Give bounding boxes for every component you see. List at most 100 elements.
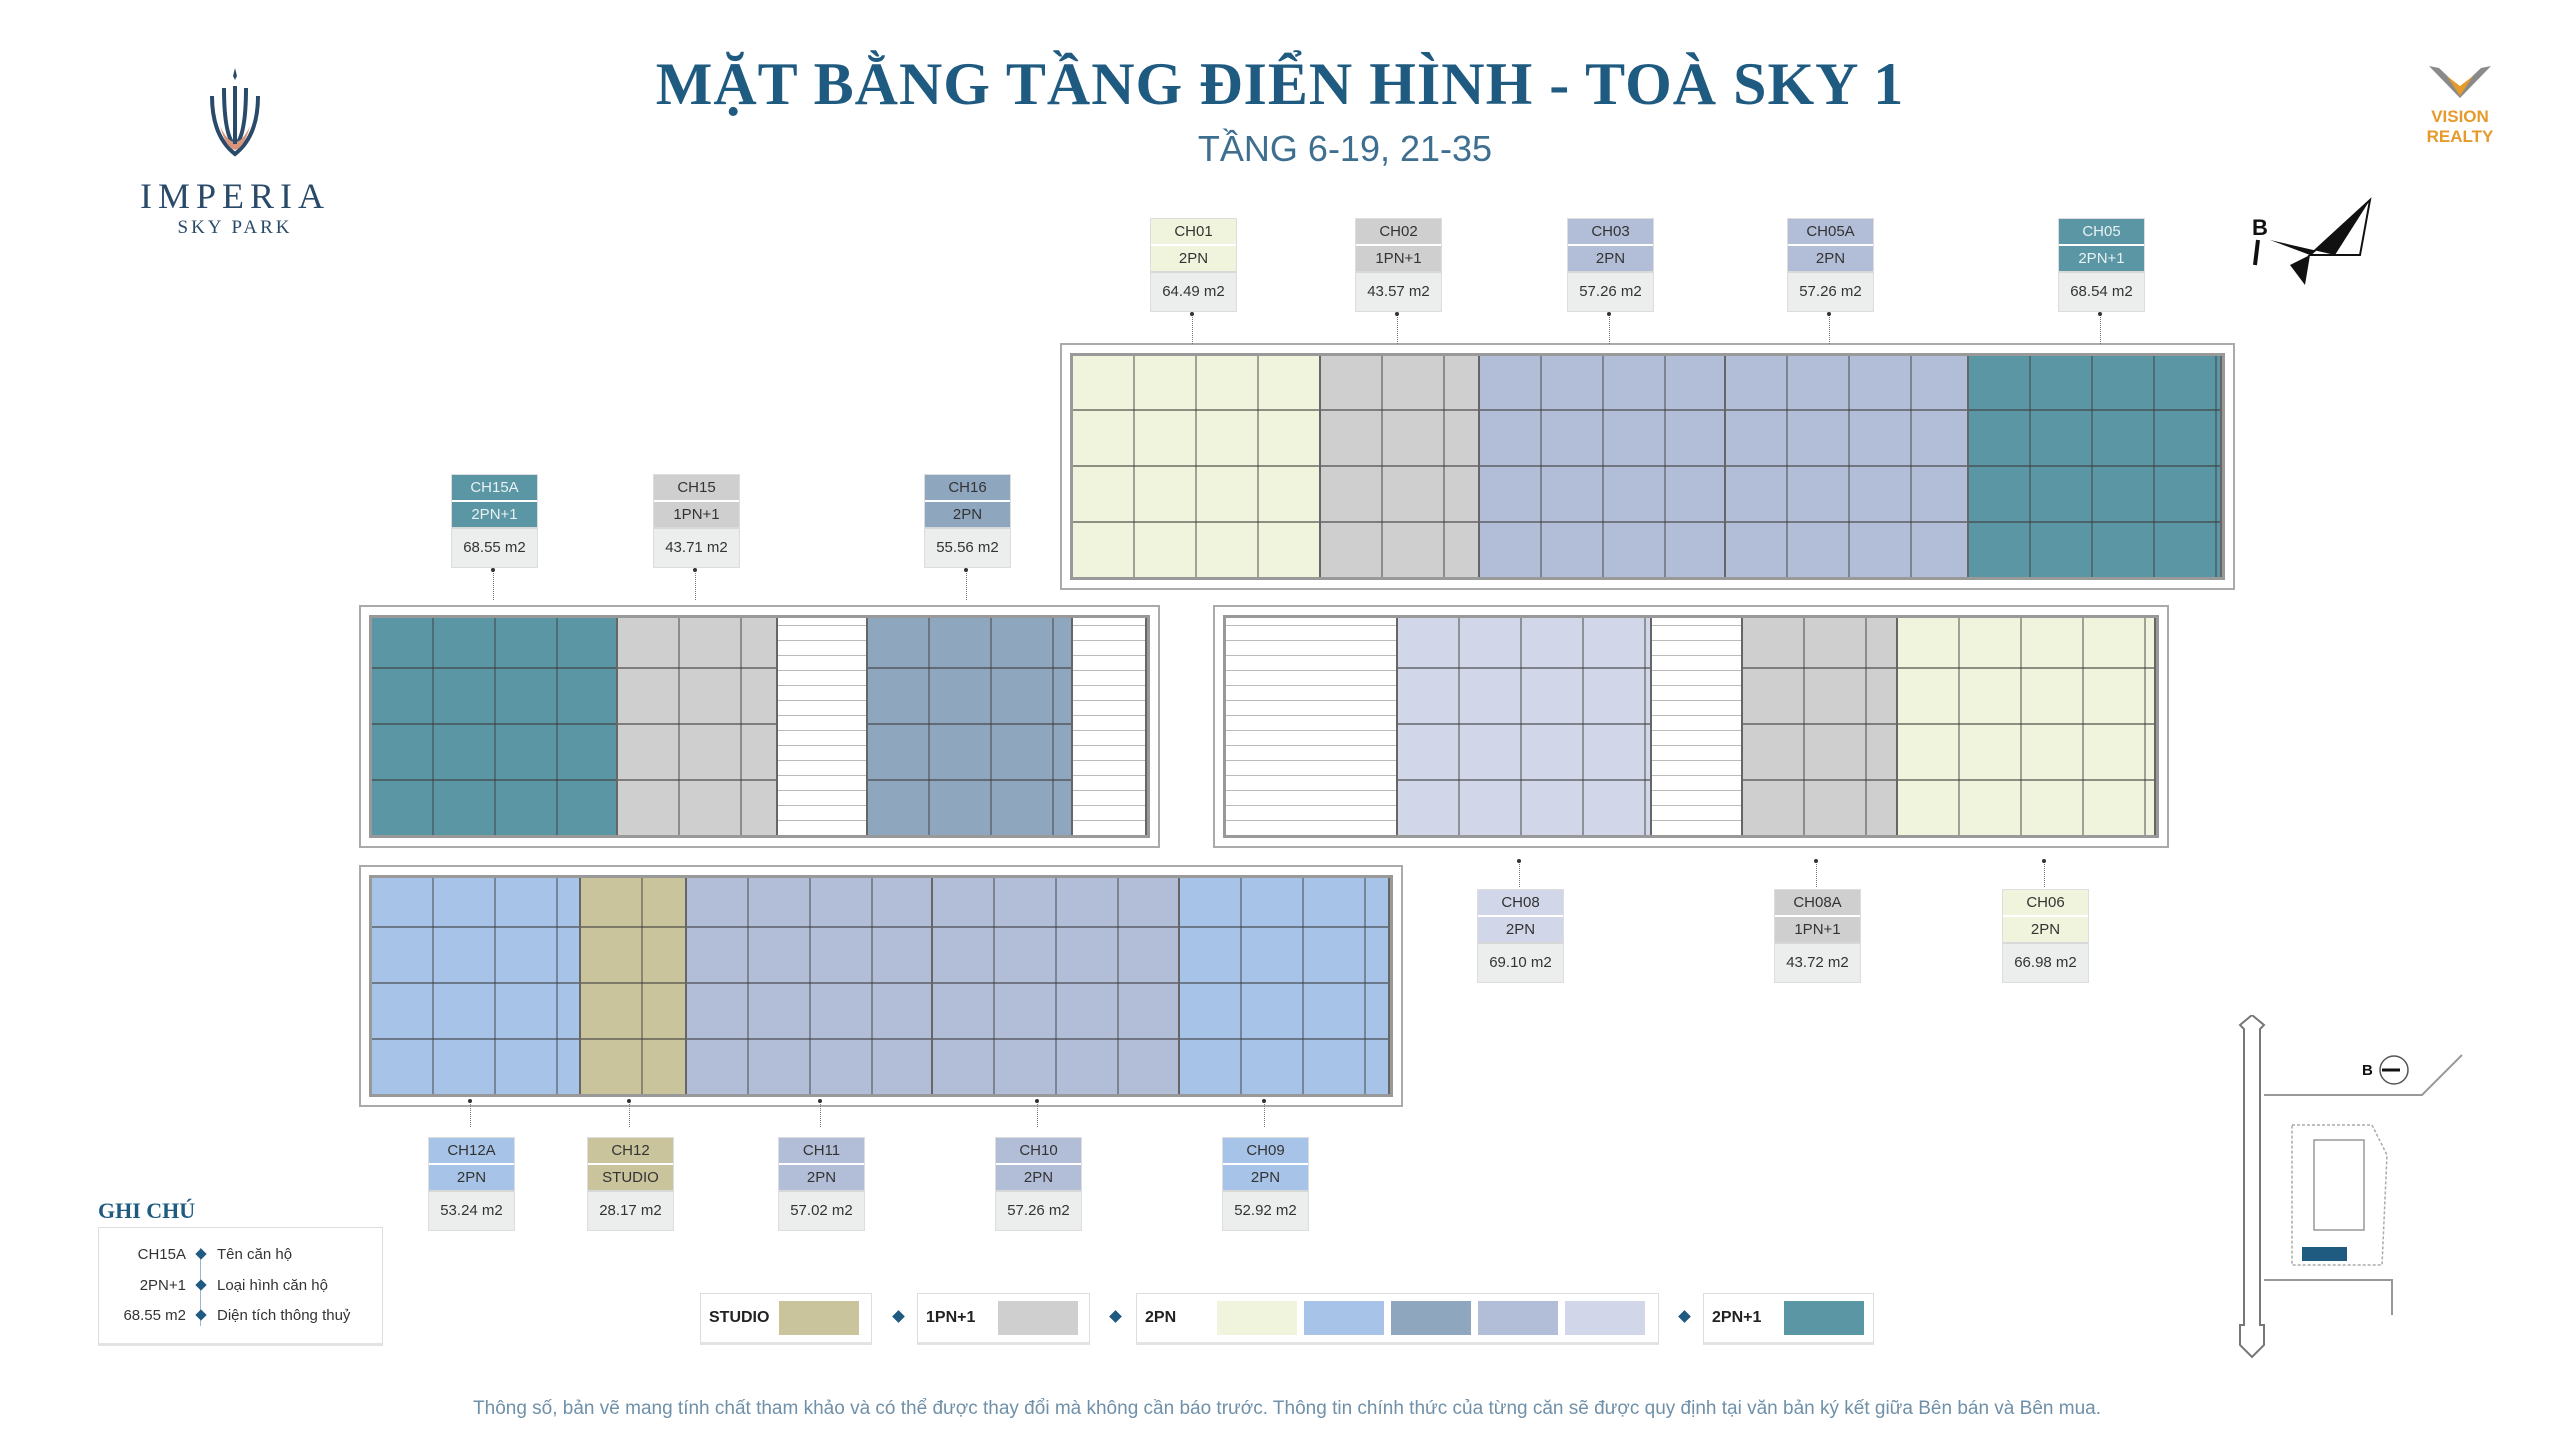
unit-ch01[interactable] — [1073, 356, 1321, 577]
unit-area: 64.49 m2 — [1151, 271, 1236, 311]
unit-ch16[interactable] — [868, 618, 1073, 835]
diamond-icon — [892, 1310, 905, 1323]
color-swatch — [1784, 1301, 1864, 1335]
unit-ch05[interactable] — [1969, 356, 2222, 577]
legend-key: 2PN+1 — [139, 1277, 186, 1294]
unit-type: 2PN — [1223, 1165, 1308, 1190]
type-legend-1pn-plus-1: 1PN+1 — [917, 1293, 1090, 1345]
unit-type: 2PN — [925, 502, 1010, 527]
unit-name: CH16 — [925, 475, 1010, 502]
unit-name: CH15 — [654, 475, 739, 502]
unit-type: 2PN — [779, 1165, 864, 1190]
block-top — [1070, 353, 2225, 580]
diamond-icon — [1678, 1310, 1691, 1323]
type-legend-2pn-plus-1: 2PN+1 — [1703, 1293, 1874, 1345]
type-legend-2pn: 2PN — [1136, 1293, 1659, 1345]
unit-name: CH02 — [1356, 219, 1441, 246]
unit-ch06[interactable] — [1898, 618, 2156, 835]
leader-line — [491, 568, 495, 600]
unit-type: 2PN — [1788, 246, 1873, 271]
unit-ch15a[interactable] — [372, 618, 618, 835]
unit-ch12[interactable] — [581, 878, 687, 1094]
leader-line — [818, 1099, 822, 1127]
unit-area: 57.26 m2 — [1788, 271, 1873, 311]
type-legend-label: 2PN — [1145, 1309, 1177, 1326]
unit-area: 43.57 m2 — [1356, 271, 1441, 311]
leader-line — [1395, 312, 1399, 344]
unit-type: 2PN — [429, 1165, 514, 1190]
block-middle-left — [369, 615, 1150, 838]
block-bottom — [369, 875, 1393, 1097]
unit-name: CH08A — [1775, 890, 1860, 917]
legend-value: Loại hình căn hộ — [217, 1277, 328, 1294]
leader-line — [468, 1099, 472, 1127]
unit-type: 2PN+1 — [2059, 246, 2144, 271]
core-stair-elevator — [1073, 618, 1147, 835]
color-swatch — [779, 1301, 859, 1335]
unit-name: CH11 — [779, 1138, 864, 1165]
unit-ch10[interactable] — [933, 878, 1180, 1094]
unit-ch09[interactable] — [1180, 878, 1390, 1094]
page-subtitle: TẦNG 6-19, 21-35 — [1197, 128, 1493, 169]
unit-ch08a[interactable] — [1743, 618, 1898, 835]
vision-realty-logo: VISION REALTY — [2405, 62, 2515, 147]
leader-line — [1814, 859, 1818, 887]
unit-area: 57.26 m2 — [1568, 271, 1653, 311]
unit-name: CH09 — [1223, 1138, 1308, 1165]
unit-area: 57.26 m2 — [996, 1190, 1081, 1230]
color-swatch — [1391, 1301, 1471, 1335]
unit-ch12a[interactable] — [372, 878, 581, 1094]
disclaimer: Thông số, bản vẽ mang tính chất tham khả… — [473, 1398, 2101, 1419]
color-swatch — [1304, 1301, 1384, 1335]
core-stair-elevator — [1652, 618, 1743, 835]
unit-area: 43.71 m2 — [654, 527, 739, 567]
unit-area: 68.55 m2 — [452, 527, 537, 567]
unit-ch02[interactable] — [1321, 356, 1480, 577]
diamond-icon — [195, 1279, 207, 1291]
unit-area: 66.98 m2 — [2003, 942, 2088, 982]
unit-type: 2PN — [2003, 917, 2088, 942]
legend-value: Tên căn hộ — [217, 1246, 293, 1263]
unit-ch03[interactable] — [1480, 356, 1726, 577]
logo-emblem-icon — [210, 68, 260, 157]
unit-ch15[interactable] — [618, 618, 778, 835]
leader-line — [1517, 859, 1521, 887]
type-legend-studio: STUDIO — [700, 1293, 872, 1345]
leader-line — [1607, 312, 1611, 344]
site-map: B — [2222, 1013, 2472, 1360]
legend-title: GHI CHÚ — [98, 1198, 196, 1223]
logo-sub: SKY PARK — [177, 217, 293, 238]
leader-line — [693, 568, 697, 600]
legend-row: 2PN+1 Loại hình căn hộ — [99, 1277, 382, 1297]
unit-ch08[interactable] — [1398, 618, 1652, 835]
unit-type: 1PN+1 — [1356, 246, 1441, 271]
type-legend-label: STUDIO — [709, 1309, 770, 1326]
unit-type: STUDIO — [588, 1165, 673, 1190]
unit-ch11[interactable] — [687, 878, 933, 1094]
unit-area: 55.56 m2 — [925, 527, 1010, 567]
unit-ch05a[interactable] — [1726, 356, 1969, 577]
unit-type: 1PN+1 — [1775, 917, 1860, 942]
unit-area: 28.17 m2 — [588, 1190, 673, 1230]
unit-name: CH12 — [588, 1138, 673, 1165]
color-swatch — [1217, 1301, 1297, 1335]
